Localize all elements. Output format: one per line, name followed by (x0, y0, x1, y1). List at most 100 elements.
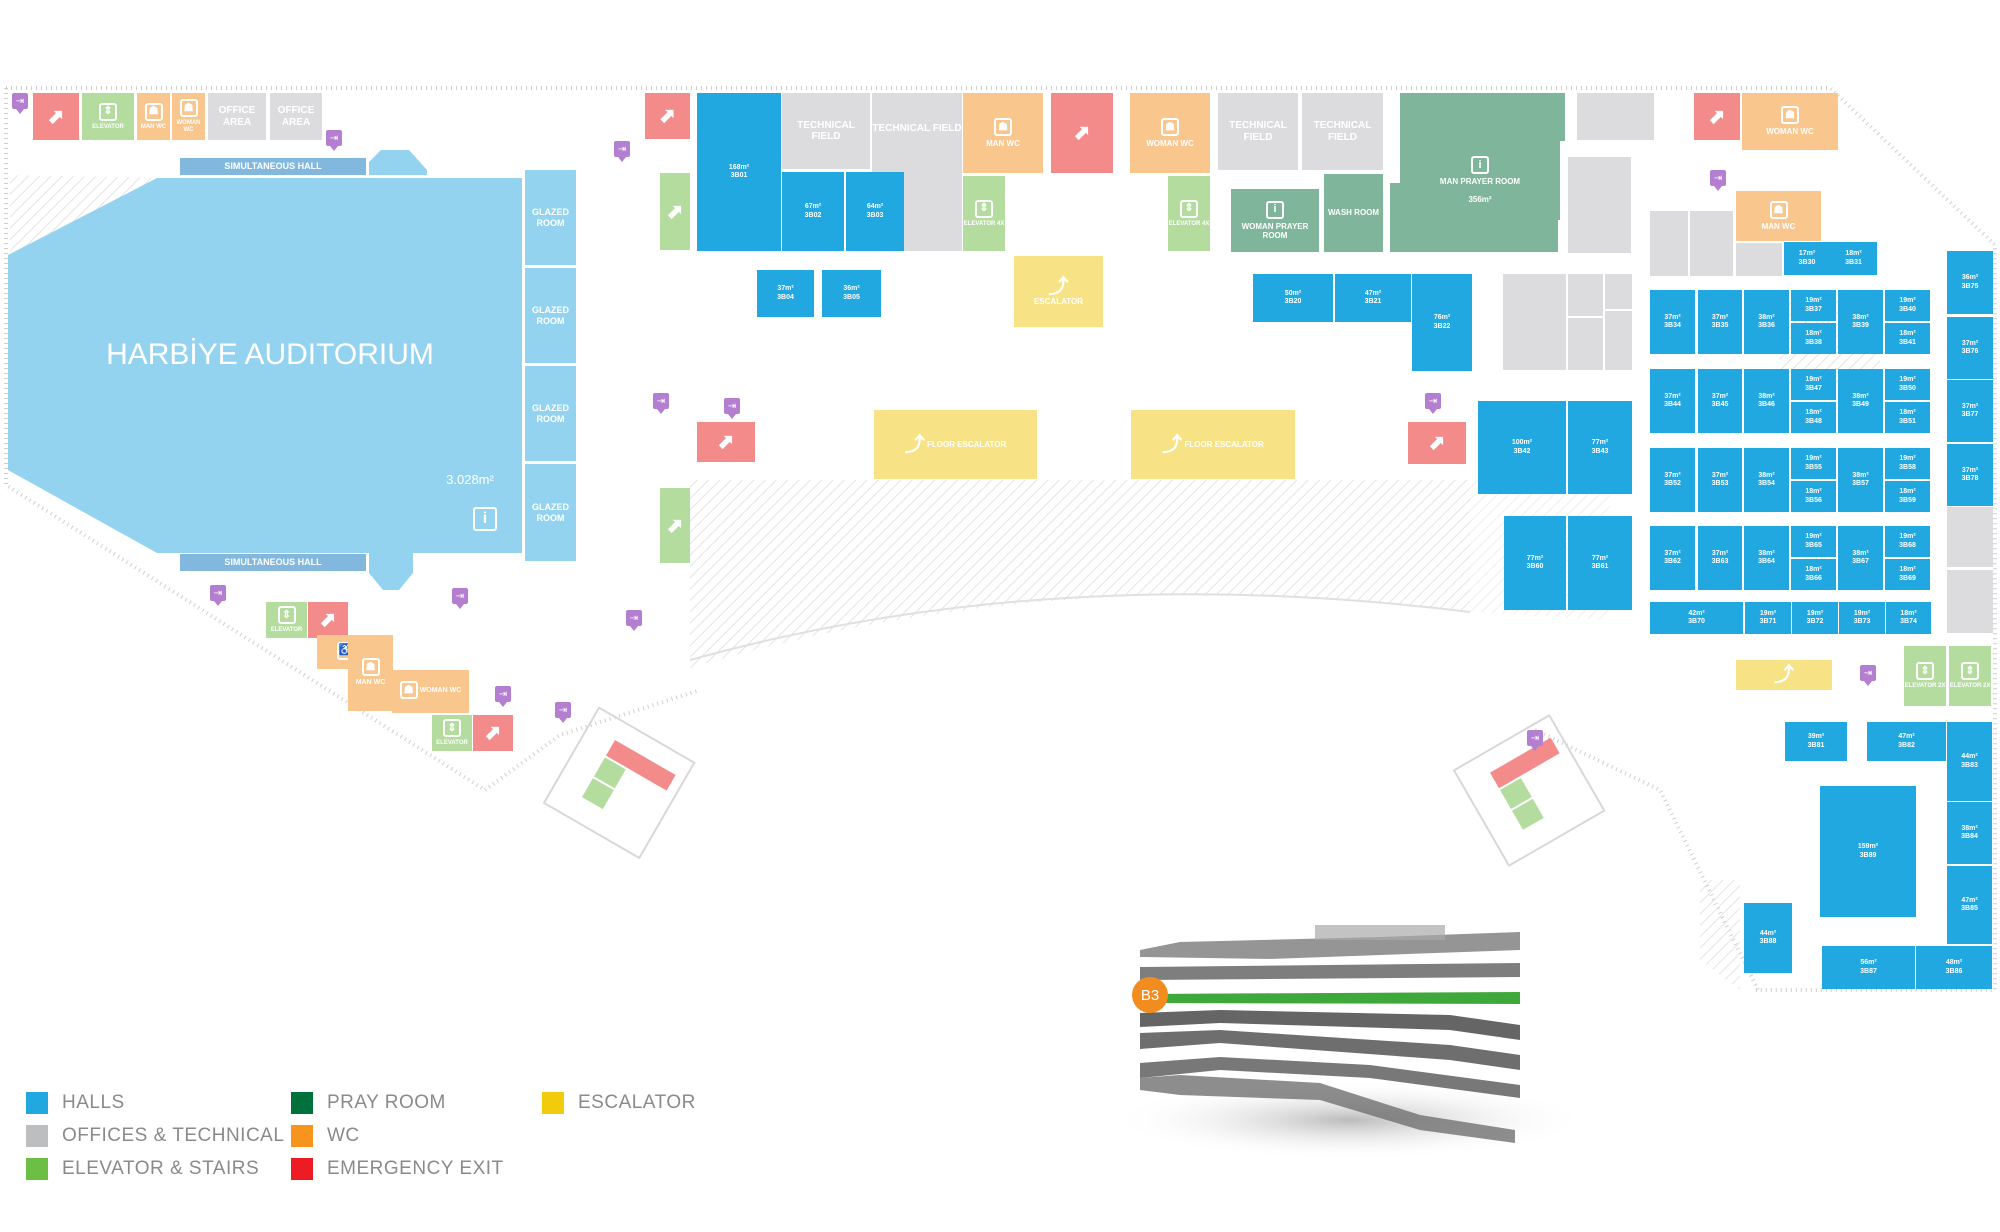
office-gray-6[interactable] (1568, 318, 1603, 370)
emergency-stairs-tr[interactable]: ⬈ (1694, 93, 1740, 140)
elevator-2x-2[interactable]: ⇕ELEVATOR 2X (1949, 646, 1991, 706)
simultaneous-hall-bottom[interactable]: SIMULTANEOUS HALL (180, 554, 366, 571)
man-wc-top[interactable]: ☗MAN WC (963, 93, 1043, 173)
office-gray-1[interactable] (1577, 93, 1654, 140)
emergency-stairs-c2[interactable]: ⬈ (697, 422, 755, 462)
technical-field-1[interactable]: TECHNICAL FIELD (782, 93, 870, 169)
info-icon[interactable]: i (473, 507, 497, 531)
emergency-stairs-c3[interactable]: ⬈ (1408, 422, 1466, 464)
glazed-room-1[interactable]: GLAZED ROOM (525, 170, 576, 265)
emergency-stairs-top[interactable]: ⬈ (1051, 93, 1113, 173)
escalator-right[interactable]: ⤴ (1736, 660, 1832, 690)
glazed-room-3[interactable]: GLAZED ROOM (525, 366, 576, 461)
man-wc-tl[interactable]: ☗MAN WC (137, 93, 170, 140)
elevator-bl1[interactable]: ⇕ELEVATOR (266, 602, 307, 638)
office-gray-10[interactable] (1736, 243, 1782, 276)
office-gray-4[interactable] (1568, 274, 1603, 316)
office-gray-3[interactable] (1503, 274, 1566, 370)
elevator-4x-right[interactable]: ⇕ELEVATOR 4X (1168, 176, 1210, 251)
emergency-stairs-tl[interactable]: ⬈ (33, 93, 79, 140)
office-gray-8[interactable] (1650, 211, 1688, 276)
office-gray-12[interactable] (1947, 570, 1993, 633)
emergency-stairs-c1[interactable]: ⬈ (645, 93, 690, 139)
woman-wc-top[interactable]: ☗WOMAN WC (1130, 93, 1210, 173)
glazed-room-4[interactable]: GLAZED ROOM (525, 464, 576, 561)
office-gray-11[interactable] (1947, 507, 1993, 567)
office-area-2[interactable]: OFFICE AREA (270, 93, 322, 140)
man-wc-bl[interactable]: ☗MAN WC (348, 635, 393, 711)
technical-field-4[interactable]: TECHNICAL FIELD (1302, 93, 1383, 170)
glazed-room-2[interactable]: GLAZED ROOM (525, 268, 576, 363)
harbiye-auditorium[interactable] (0, 170, 580, 570)
stairs-c1[interactable]: ⬈ (660, 173, 690, 250)
office-gray-5[interactable] (1605, 274, 1632, 309)
woman-wc-tr[interactable]: ☗WOMAN WC (1742, 93, 1838, 150)
woman-wc-bl[interactable]: ☗ WOMAN WC (392, 670, 469, 713)
current-floor-badge[interactable]: B3 (1132, 977, 1168, 1013)
elevator-4x-left[interactable]: ⇕ELEVATOR 4X (963, 176, 1005, 251)
wash-room[interactable]: WASH ROOM (1324, 174, 1383, 252)
office-gray-9[interactable] (1690, 211, 1733, 276)
escalator-top[interactable]: ⤴ESCALATOR (1014, 256, 1103, 327)
man-wc-tr[interactable]: ☗MAN WC (1736, 191, 1821, 241)
floor-escalator-1[interactable]: ⤴ FLOOR ESCALATOR (874, 410, 1037, 479)
office-area-1[interactable]: OFFICE AREA (208, 93, 266, 140)
technical-field-3[interactable]: TECHNICAL FIELD (1218, 93, 1298, 170)
